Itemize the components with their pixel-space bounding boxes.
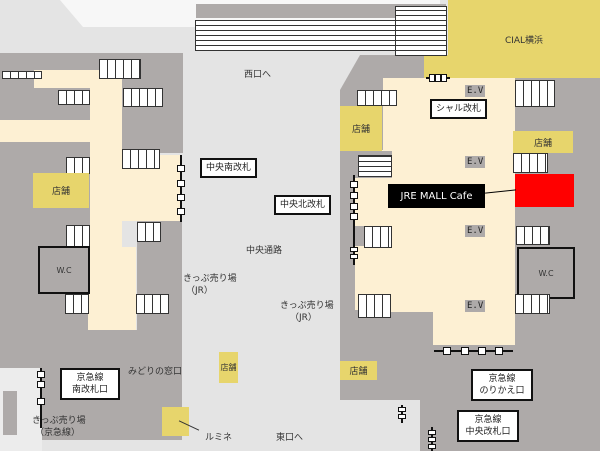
concourse xyxy=(0,120,100,142)
area xyxy=(3,391,17,435)
callout-text: 京急線 xyxy=(474,415,502,425)
stairs xyxy=(364,226,392,248)
central-north-gate-callout: 中央北改札 xyxy=(274,195,332,215)
cial-label: CIAL横浜 xyxy=(504,35,544,46)
keikyu-central-callout: 京急線中央改札口 xyxy=(457,410,519,442)
lumine-label: ルミネ xyxy=(205,433,233,443)
jr-label: （JR） xyxy=(186,286,213,296)
elevator: E.V xyxy=(465,225,486,237)
keikyu-central-gate xyxy=(428,427,436,451)
restroom: W.C xyxy=(38,246,90,294)
stairs xyxy=(2,71,42,79)
west-exit-label: 西口へ xyxy=(244,70,272,80)
area xyxy=(340,312,433,352)
central-north-gate xyxy=(350,175,358,265)
shop: 店舗 xyxy=(340,361,377,380)
central-passage-label: 中央通路 xyxy=(246,246,283,256)
elevator: E.V xyxy=(465,85,486,97)
shop: 店舗 xyxy=(340,106,382,151)
shop: 店舗 xyxy=(513,131,573,153)
stairs xyxy=(516,226,550,245)
callout-text: のりかえ口 xyxy=(479,386,525,396)
keikyu-label: （京急線） xyxy=(35,428,81,438)
keikyu-central-gate xyxy=(398,405,406,423)
stairs xyxy=(357,90,397,106)
shop: 店舗 xyxy=(33,173,89,208)
keikyu-south-gate xyxy=(37,368,45,428)
stairs xyxy=(515,80,555,107)
jr-label: （JR） xyxy=(290,313,317,323)
keikyu-transfer-callout: 京急線のりかえ口 xyxy=(471,369,533,401)
elevator: E.V xyxy=(465,300,486,312)
central-south-gate xyxy=(177,155,185,222)
concourse xyxy=(34,70,102,88)
stairs xyxy=(66,157,90,174)
restroom: W.C xyxy=(517,247,575,299)
stairs xyxy=(395,6,447,56)
cial-gate-callout: シャル改札 xyxy=(430,99,488,119)
keikyu-ticket-label: きっぷ売り場 xyxy=(32,416,86,426)
ticket-office-label: きっぷ売り場 xyxy=(280,301,334,311)
stair-block xyxy=(196,4,446,18)
elevator: E.V xyxy=(465,156,486,168)
stairs xyxy=(122,149,160,169)
ticket-office-label: きっぷ売り場 xyxy=(183,274,237,284)
callout-text: 南改札口 xyxy=(71,385,108,395)
shop: 店舗 xyxy=(219,352,238,383)
callout-text: 京急線 xyxy=(488,374,516,384)
stairs xyxy=(99,59,141,79)
stairs xyxy=(513,153,548,173)
callout-text: JRE MALL Cafe xyxy=(400,190,473,202)
stairs xyxy=(358,294,391,318)
callout-text: 中央改札口 xyxy=(465,427,511,437)
stairs xyxy=(58,90,90,105)
wc-label: W.C xyxy=(56,265,72,275)
midori-window-label: みどりの窓口 xyxy=(128,367,183,377)
shop-label: 店舗 xyxy=(533,138,552,149)
area xyxy=(349,226,365,246)
stairs xyxy=(136,294,169,314)
jre-mall-cafe-callout[interactable]: JRE MALL Cafe xyxy=(388,184,485,208)
concourse xyxy=(88,247,136,330)
east-exit-label: 東口へ xyxy=(276,433,304,443)
cial-gate xyxy=(426,74,450,82)
shop-label: 店舗 xyxy=(51,187,70,197)
central-south-gate-callout: 中央南改札 xyxy=(200,158,258,178)
stairs xyxy=(137,222,161,242)
stairs xyxy=(515,294,550,314)
light-area xyxy=(340,405,420,451)
callout-text: シャル改札 xyxy=(436,104,482,114)
stairs xyxy=(65,294,89,314)
callout-text: 中央北改札 xyxy=(280,200,326,210)
lumine-shop xyxy=(162,407,189,436)
cial-yokohama: CIAL横浜 xyxy=(448,0,600,78)
stairs xyxy=(123,88,163,107)
area xyxy=(42,400,182,440)
wc-label: W.C xyxy=(538,268,554,278)
callout-text: 中央南改札 xyxy=(206,163,252,173)
keikyu-south-callout: 京急線南改札口 xyxy=(60,368,120,400)
keikyu-transfer-gate xyxy=(434,347,513,355)
stairs xyxy=(358,155,392,177)
shop-label: 店舗 xyxy=(351,125,370,135)
concourse xyxy=(383,78,515,345)
stairs xyxy=(66,225,90,247)
shop-label: 店舗 xyxy=(220,363,237,372)
callout-text: 京急線 xyxy=(76,373,104,383)
shop-label: 店舗 xyxy=(349,367,368,377)
cial-area xyxy=(424,55,454,78)
jre-mall-cafe-location[interactable] xyxy=(515,174,574,207)
